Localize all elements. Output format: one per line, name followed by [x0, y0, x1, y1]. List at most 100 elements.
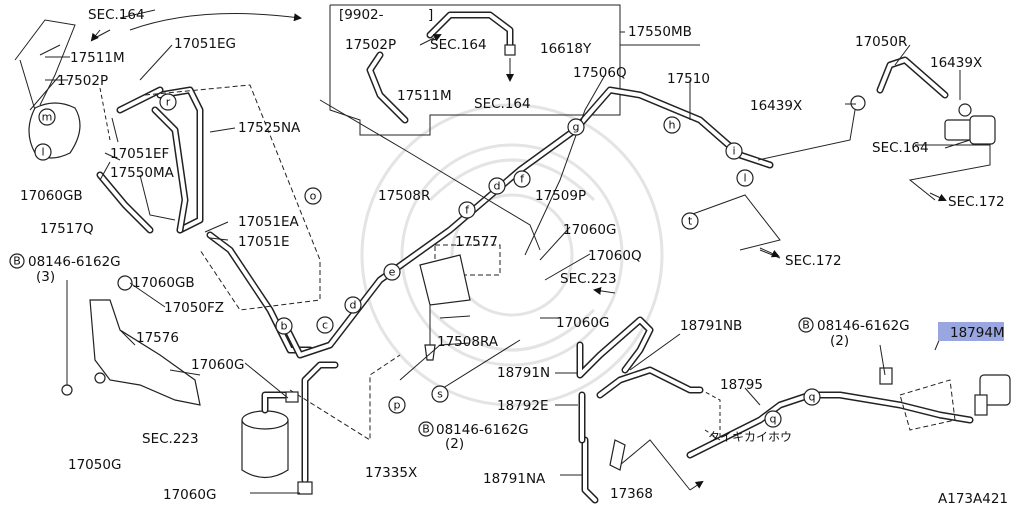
label-17368: 17368: [610, 486, 653, 502]
svg-text:B: B: [422, 423, 430, 436]
label-18791N: 18791N: [497, 365, 550, 381]
callout-b: b: [275, 317, 293, 335]
svg-text:r: r: [166, 96, 171, 109]
bolt-symbols: B B B: [9, 253, 814, 437]
callout-q1: q: [764, 410, 782, 428]
callout-l: l: [736, 169, 754, 187]
label-17506Q: 17506Q: [573, 65, 627, 81]
leader-lines: [45, 9, 971, 494]
svg-text:q: q: [770, 413, 777, 426]
svg-text:i: i: [732, 145, 735, 158]
callout-t: t: [681, 212, 699, 230]
label-18795: 18795: [720, 377, 763, 393]
svg-text:e: e: [389, 266, 396, 279]
label-kana-atmosphere: タイキカイホウ: [708, 430, 792, 444]
bolt-symbol-left: B: [9, 253, 25, 269]
watermark-emblem: [360, 103, 664, 407]
label-18794M: 18794M: [950, 325, 1005, 341]
svg-text:s: s: [437, 388, 443, 401]
svg-text:t: t: [688, 215, 693, 228]
main-fuel-pipe-run: [281, 86, 774, 391]
callout-p: p: [388, 396, 406, 414]
part-labels: SEC.164 17511M 17502P 17051EG 17051EF 17…: [20, 7, 1008, 507]
callout-m: l: [34, 143, 52, 161]
label-bolt-center-qty: (2): [445, 436, 464, 452]
label-17060G-a: 17060G: [191, 357, 244, 373]
label-sec164-b: SEC.164: [430, 37, 487, 53]
label-17511M-b: 17511M: [397, 88, 452, 104]
label-16439X-b: 16439X: [750, 98, 802, 114]
svg-text:b: b: [281, 320, 288, 333]
callout-c: c: [316, 316, 334, 334]
label-17517Q: 17517Q: [40, 221, 94, 237]
label-bolt-right: 08146-6162G: [817, 318, 910, 334]
svg-text:q: q: [809, 391, 816, 404]
diagram-id: A173A421: [938, 491, 1008, 507]
label-17050FZ: 17050FZ: [164, 300, 224, 316]
label-17060GB-b: 17060GB: [132, 275, 195, 291]
label-16439X-a: 16439X: [930, 55, 982, 71]
label-17060G-b: 17060G: [163, 487, 216, 503]
callout-d2: d: [488, 177, 506, 195]
label-17050G: 17050G: [68, 457, 121, 473]
svg-text:B: B: [13, 255, 21, 268]
label-17508R: 17508R: [378, 188, 430, 204]
svg-text:c: c: [322, 319, 328, 332]
label-18792E: 18792E: [497, 398, 548, 414]
callout-o: o: [304, 187, 322, 205]
label-17051EF: 17051EF: [110, 146, 169, 162]
label-17576: 17576: [136, 330, 179, 346]
label-17508RA: 17508RA: [437, 334, 499, 350]
svg-text:m: m: [42, 111, 53, 124]
callout-n: m: [38, 108, 56, 126]
label-16618Y: 16618Y: [540, 41, 592, 57]
label-17050R: 17050R: [855, 34, 907, 50]
label-17550MB: 17550MB: [628, 24, 692, 40]
callout-g: g: [567, 118, 585, 136]
label-sec172-a: SEC.172: [948, 194, 1005, 210]
callout-letters: m l r o b c d e f d f g h i l t p s q q: [34, 93, 821, 428]
callout-e: e: [383, 263, 401, 281]
label-sec164-d: SEC.164: [872, 140, 929, 156]
callout-f1: f: [458, 201, 476, 219]
label-18791NB: 18791NB: [680, 318, 742, 334]
svg-text:B: B: [802, 319, 810, 332]
svg-text:h: h: [669, 119, 676, 132]
label-17577: 17577: [455, 234, 498, 250]
label-17510: 17510: [667, 71, 710, 87]
direction-arrows: [90, 13, 947, 491]
right-lower-pipe: [576, 316, 1011, 504]
svg-text:p: p: [394, 399, 401, 412]
svg-text:f: f: [465, 204, 470, 217]
top-center-detail-box: [329, 4, 700, 136]
callout-i: i: [725, 142, 743, 160]
svg-text:d: d: [494, 180, 501, 193]
label-sec164-top: SEC.164: [88, 7, 145, 23]
callout-q2: q: [803, 388, 821, 406]
label-bolt-left: 08146-6162G: [28, 254, 121, 270]
label-17051E: 17051E: [238, 234, 289, 250]
label-17335X: 17335X: [365, 465, 417, 481]
label-18791NA: 18791NA: [483, 471, 546, 487]
label-17502P: 17502P: [57, 73, 108, 89]
label-17060GB-a: 17060GB: [20, 188, 83, 204]
label-sec164-c: SEC.164: [474, 96, 531, 112]
svg-text:o: o: [310, 190, 317, 203]
label-bolt-center: 08146-6162G: [436, 422, 529, 438]
label-17502P-b: 17502P: [345, 37, 396, 53]
callout-f2: f: [513, 170, 531, 188]
svg-text:l: l: [41, 146, 44, 159]
label-bolt-left-qty: (3): [36, 269, 55, 285]
callout-d: d: [344, 296, 362, 314]
label-date-code: [9902-: [339, 7, 384, 23]
label-17511M: 17511M: [70, 50, 125, 66]
callout-h: h: [663, 116, 681, 134]
svg-text:l: l: [743, 172, 746, 185]
label-bolt-right-qty: (2): [830, 333, 849, 349]
bolt-symbol-right: B: [798, 317, 814, 333]
label-date-close: ]: [428, 7, 433, 23]
label-17051EG: 17051EG: [174, 36, 236, 52]
label-sec172-b: SEC.172: [785, 253, 842, 269]
canister-sec223: [241, 354, 401, 495]
